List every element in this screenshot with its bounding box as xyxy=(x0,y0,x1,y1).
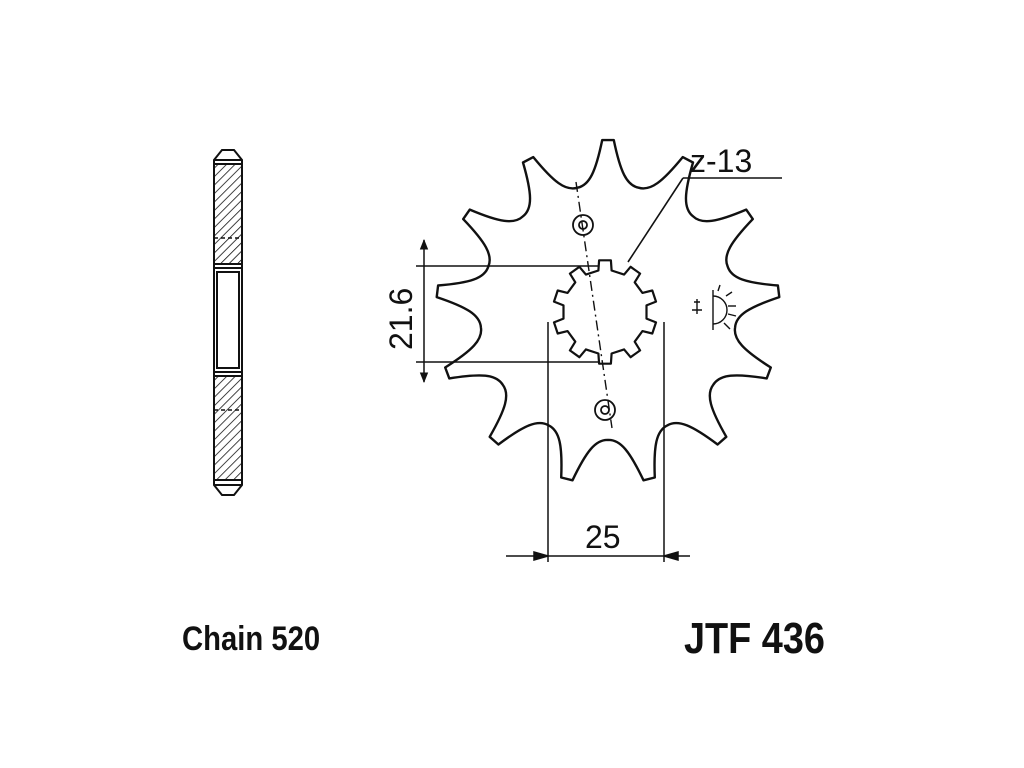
part-number-caption: JTF 436 xyxy=(684,614,825,663)
bore-diameter-dimension: 21.6 xyxy=(383,238,598,384)
spline-bore-outline xyxy=(552,259,658,365)
side-view-hatch-top xyxy=(213,163,243,265)
bolt-hole-bottom xyxy=(594,399,616,421)
sprocket-tooth-outline xyxy=(435,138,781,482)
side-view-hatch-bottom xyxy=(213,375,243,481)
side-view-hub xyxy=(216,271,240,369)
bore-diameter-label: 21.6 xyxy=(383,288,419,350)
sprocket-side-view xyxy=(213,149,243,496)
bolt-hole-top xyxy=(572,214,594,236)
sun-symbol-icon xyxy=(692,284,737,330)
spline-width-label: 25 xyxy=(585,519,621,555)
teeth-count-callout: z-13 xyxy=(627,143,782,263)
teeth-count-label: z-13 xyxy=(690,143,752,179)
sprocket-front-view: z-13 21.6 25 xyxy=(383,138,782,562)
chain-size-caption: Chain 520 xyxy=(182,620,321,658)
centerline-dashed xyxy=(575,181,613,429)
spline-width-dimension: 25 xyxy=(506,322,690,562)
